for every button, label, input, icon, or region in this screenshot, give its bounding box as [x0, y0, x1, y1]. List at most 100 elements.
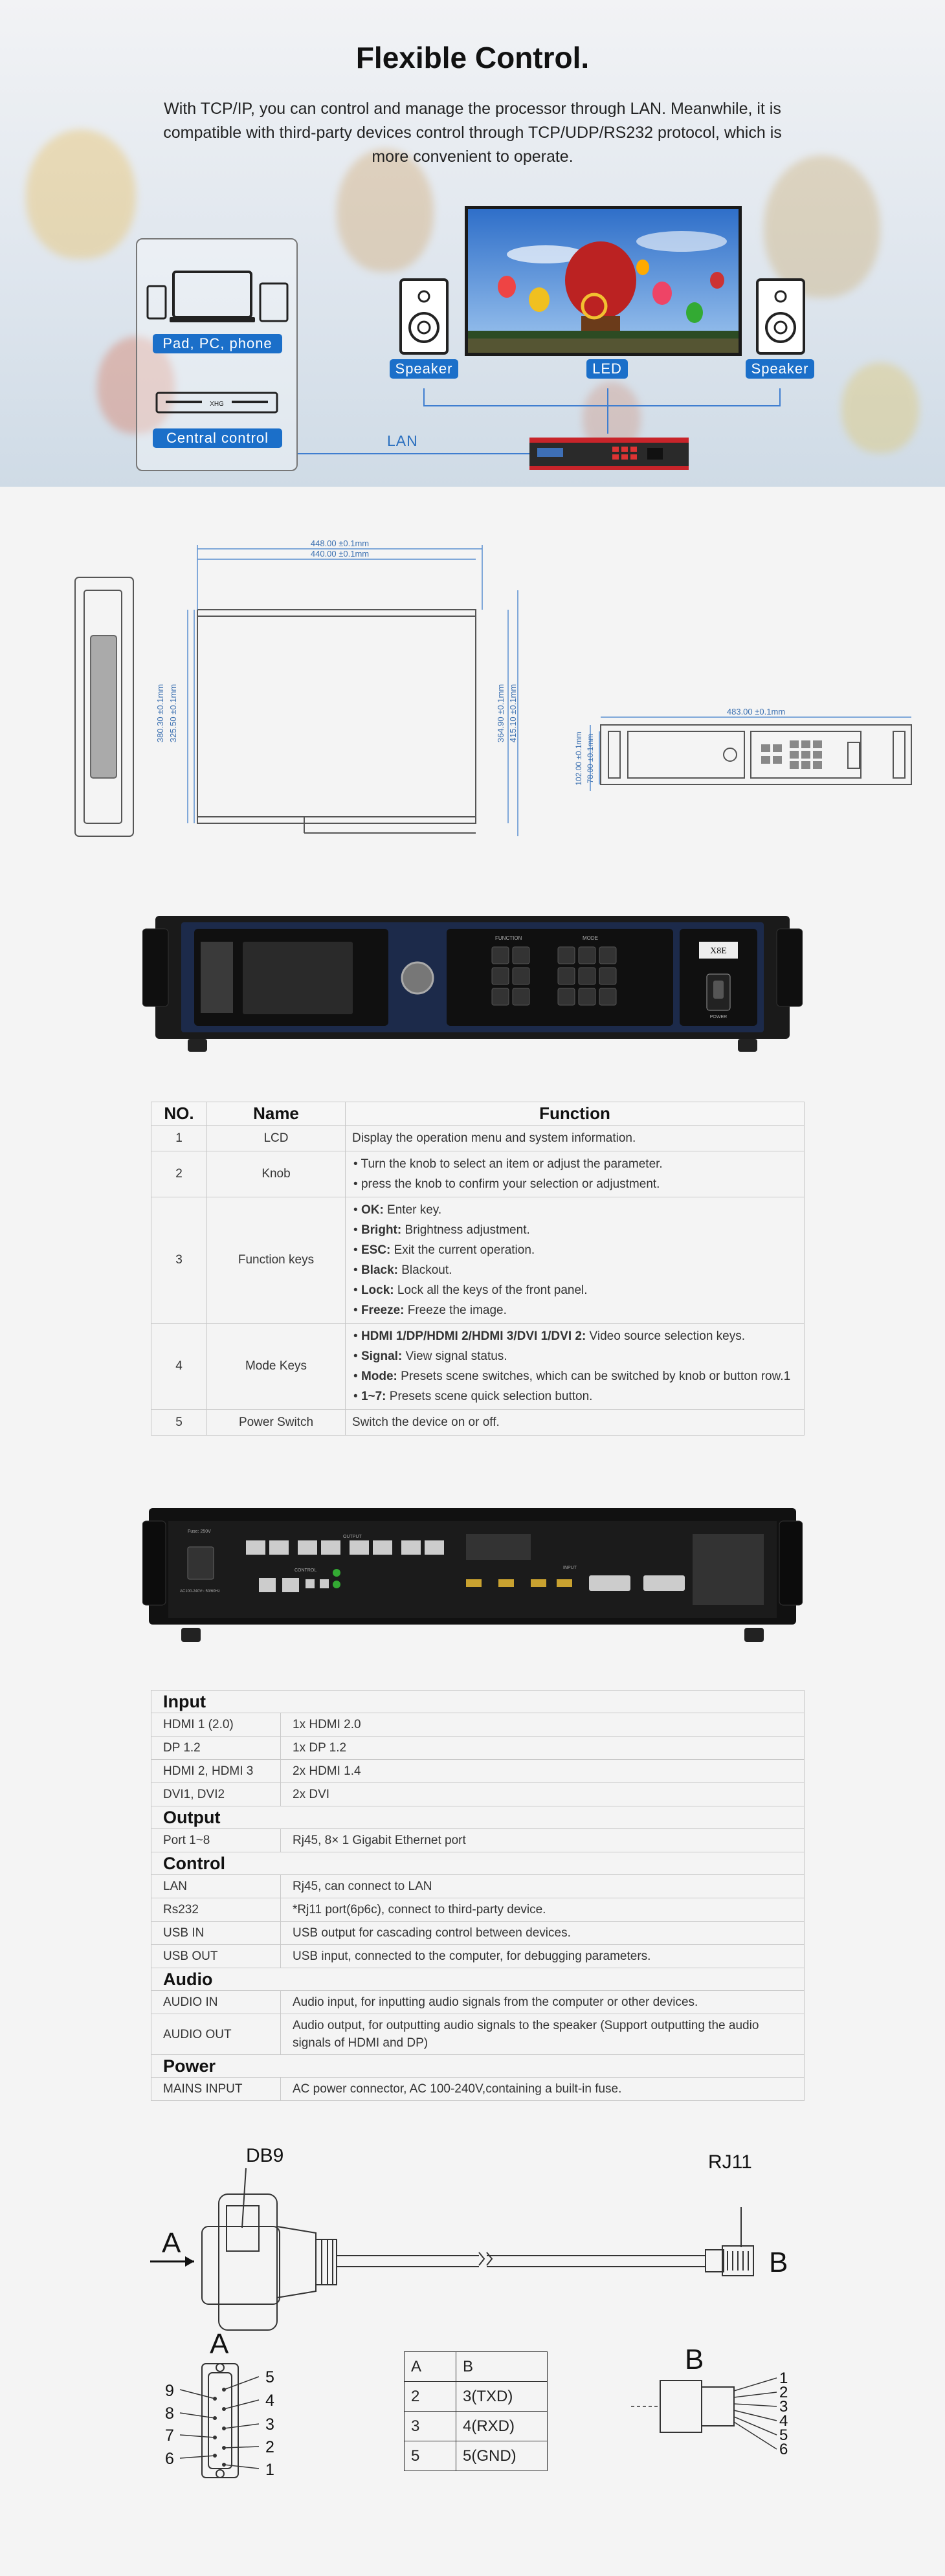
bg-balloon: [26, 129, 136, 259]
dim-364: 364.90 ±0.1mm: [496, 684, 506, 742]
cable-diagram: DB9 RJ11 A B A 5 4 3 2 1 9 8 7 6 B: [0, 2129, 945, 2576]
connector-line: [423, 405, 781, 406]
front-panel-image: FUNCTION MODE X8E POWER: [142, 903, 803, 1065]
table-row: Rs232*Rj11 port(6p6c), connect to third-…: [151, 1898, 805, 1922]
spec-key: HDMI 1 (2.0): [151, 1713, 281, 1737]
spec-section-title: Audio: [151, 1968, 805, 1991]
lan-line: [298, 453, 531, 454]
table-row: 2KnobTurn the knob to select an item or …: [151, 1151, 805, 1197]
function-item: OK: Enter key.: [352, 1200, 797, 1220]
function-item-key: OK:: [361, 1203, 384, 1217]
row-number: 4: [151, 1323, 207, 1410]
function-item-key: Black:: [361, 1263, 398, 1277]
pinout-b-label: B: [685, 2344, 704, 2375]
back-panel-image: Fuse: 250V AC100-240V~ 50/60Hz OUTPUT CO…: [142, 1495, 803, 1657]
function-item-text: Brightness adjustment.: [401, 1223, 530, 1237]
spec-value: 2x DVI: [280, 1782, 805, 1806]
row-number: 2: [151, 1151, 207, 1197]
bg-balloon: [764, 155, 880, 298]
spec-key: Port 1~8: [151, 1828, 281, 1852]
dim-78: 78.00 ±0.1mm: [586, 734, 595, 784]
led-screen-image: [465, 206, 742, 356]
hero-section: Flexible Control. With TCP/IP, you can c…: [0, 0, 945, 487]
spec-key: USB OUT: [151, 1944, 281, 1968]
spec-key: DP 1.2: [151, 1736, 281, 1760]
col-function: Function: [345, 1102, 805, 1126]
rj11-pin: 2: [779, 2384, 788, 2401]
lan-label: LAN: [387, 432, 418, 449]
function-item-text: Exit the current operation.: [390, 1243, 535, 1257]
dimension-drawings: 448.00 ±0.1mm 440.00 ±0.1mm 380.30 ±0.1m…: [0, 487, 945, 888]
spec-key: USB IN: [151, 1921, 281, 1945]
connector-line: [607, 388, 608, 434]
row-name: Knob: [206, 1151, 346, 1197]
rj11-label: RJ11: [708, 2151, 752, 2173]
spec-value: USB output for cascading control between…: [280, 1921, 805, 1945]
function-item-key: Bright:: [361, 1223, 402, 1237]
model-badge: X8E: [710, 946, 727, 956]
mains-label: AC100-240V~ 50/60Hz: [180, 1590, 220, 1593]
row-function: HDMI 1/DP/HDMI 2/HDMI 3/DVI 1/DVI 2: Vid…: [345, 1323, 805, 1410]
db9-pin: 9: [165, 2382, 174, 2400]
pin-cell: 5: [404, 2441, 456, 2471]
spec-value: Rj45, can connect to LAN: [280, 1874, 805, 1898]
pin-cell: A: [404, 2351, 456, 2382]
spec-section-row: Audio: [151, 1968, 805, 1991]
table-row: HDMI 1 (2.0)1x HDMI 2.0: [151, 1713, 805, 1737]
function-item-key: HDMI 1/DP/HDMI 2/HDMI 3/DVI 1/DVI 2:: [361, 1329, 586, 1343]
dim-415: 415.10 ±0.1mm: [508, 684, 518, 742]
hero-description: With TCP/IP, you can control and manage …: [163, 100, 782, 166]
spec-key: HDMI 2, HDMI 3: [151, 1759, 281, 1783]
db9-pin: 4: [265, 2392, 274, 2410]
speaker-right-icon: [756, 278, 805, 355]
function-item-key: Freeze:: [361, 1304, 405, 1317]
row-function: Display the operation menu and system in…: [345, 1125, 805, 1151]
rj11-pin: 4: [779, 2412, 788, 2430]
function-item: Black: Blackout.: [352, 1260, 797, 1280]
end-b-label: B: [769, 2247, 788, 2278]
function-item: Lock: Lock all the keys of the front pan…: [352, 1280, 797, 1300]
spec-value: Audio input, for inputting audio signals…: [280, 1990, 805, 2014]
connector-line: [779, 388, 781, 406]
pin-cell: B: [456, 2351, 548, 2382]
spec-section-row: Control: [151, 1852, 805, 1875]
spec-section-row: Power: [151, 2054, 805, 2078]
db9-pin: 3: [265, 2415, 274, 2434]
spec-key: DVI1, DVI2: [151, 1782, 281, 1806]
fuse-label: Fuse: 250V: [188, 1529, 211, 1534]
row-function: Turn the knob to select an item or adjus…: [345, 1151, 805, 1197]
db9-pin: 8: [165, 2404, 174, 2423]
row-number: 1: [151, 1125, 207, 1151]
row-name: LCD: [206, 1125, 346, 1151]
function-item-text: Presets scene quick selection button.: [386, 1390, 593, 1403]
row-name: Function keys: [206, 1197, 346, 1324]
db9-pin: 5: [265, 2368, 274, 2386]
row-name: Mode Keys: [206, 1323, 346, 1410]
function-label: FUNCTION: [495, 935, 522, 941]
dim-440: 440.00 ±0.1mm: [311, 549, 369, 559]
row-function: OK: Enter key.Bright: Brightness adjustm…: [345, 1197, 805, 1324]
col-name: Name: [206, 1102, 346, 1126]
dimension-drawing-svg: 448.00 ±0.1mm 440.00 ±0.1mm 380.30 ±0.1m…: [74, 539, 912, 837]
power-label: POWER: [710, 1015, 727, 1019]
function-item: Signal: View signal status.: [352, 1346, 797, 1366]
rj11-pin: 5: [779, 2426, 788, 2444]
function-item: Bright: Brightness adjustment.: [352, 1220, 797, 1240]
input-label: INPUT: [563, 1566, 577, 1570]
function-item-text: Video source selection keys.: [586, 1329, 746, 1343]
end-a-label: A: [162, 2227, 181, 2259]
function-item-text: Lock all the keys of the front panel.: [394, 1283, 588, 1297]
pin-cell: 3(TXD): [456, 2381, 548, 2412]
